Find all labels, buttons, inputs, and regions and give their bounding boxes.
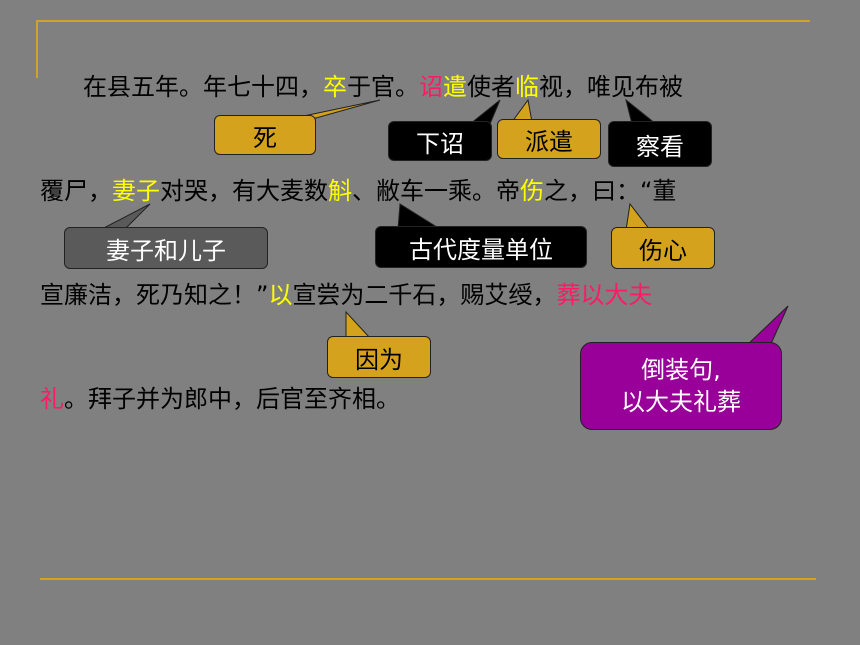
text-segment: 、敝车一乘。帝 — [352, 177, 520, 205]
callout-duliang: 古代度量单位 — [375, 226, 587, 268]
text-line-1: 在县五年。年七十四，卒于官。诏遣使者临视，唯见布被 — [83, 70, 683, 104]
callout-shangxin: 伤心 — [611, 227, 715, 269]
highlighted-word: 遣 — [443, 73, 467, 101]
callout-paiqian: 派遣 — [497, 119, 601, 159]
callout-daozhuang-line-1: 倒装句, — [641, 356, 721, 384]
callout-si: 死 — [214, 115, 316, 155]
text-segment: 对哭，有大麦数 — [160, 177, 328, 205]
tail-daozhuang — [744, 305, 789, 347]
highlighted-word: 葬以大夫 — [556, 281, 653, 309]
text-line-4: 礼。拜子并为郎中，后官至齐相。 — [40, 382, 400, 416]
text-segment: 宣尝为二千石，赐艾绶， — [292, 281, 557, 309]
highlighted-word: 妻子 — [112, 177, 160, 205]
tail-yinwei — [345, 310, 372, 339]
highlighted-word: 伤 — [520, 177, 544, 205]
text-line-2: 覆尸，妻子对哭，有大麦数斛、敝车一乘。帝伤之，曰：“董 — [40, 174, 676, 208]
callout-xiazhao: 下诏 — [388, 121, 492, 161]
text-segment: 。拜子并为郎中，后官至齐相。 — [64, 385, 400, 413]
highlighted-word: 临 — [515, 73, 539, 101]
highlighted-word: 卒 — [323, 73, 347, 101]
text-segment: 在县五年。年七十四， — [83, 73, 323, 101]
callout-daozhuang: 倒装句, 以大夫礼葬 — [580, 342, 782, 430]
text-segment: 之，曰：“董 — [544, 177, 677, 205]
text-line-3: 宣廉洁，死乃知之！”以宣尝为二千石，赐艾绶，葬以大夫 — [40, 278, 652, 312]
callout-chakan: 察看 — [608, 121, 712, 167]
text-segment: 宣廉洁，死乃知之！” — [40, 281, 269, 309]
text-segment: 使者 — [467, 73, 515, 101]
callout-qizi: 妻子和儿子 — [64, 227, 268, 269]
callout-daozhuang-line-2: 以大夫礼葬 — [621, 388, 741, 416]
highlighted-word: 斛 — [328, 177, 352, 205]
highlighted-word: 诏 — [419, 73, 443, 101]
text-segment: 覆尸， — [40, 177, 112, 205]
highlighted-word: 礼 — [40, 385, 64, 413]
text-segment: 于官。 — [347, 73, 419, 101]
text-segment: 视，唯见布被 — [539, 73, 683, 101]
top-rule-vertical — [36, 20, 38, 78]
highlighted-word: 以 — [268, 281, 293, 309]
top-rule-horizontal — [36, 20, 810, 22]
callout-yinwei: 因为 — [327, 336, 431, 378]
bottom-rule — [40, 578, 816, 580]
